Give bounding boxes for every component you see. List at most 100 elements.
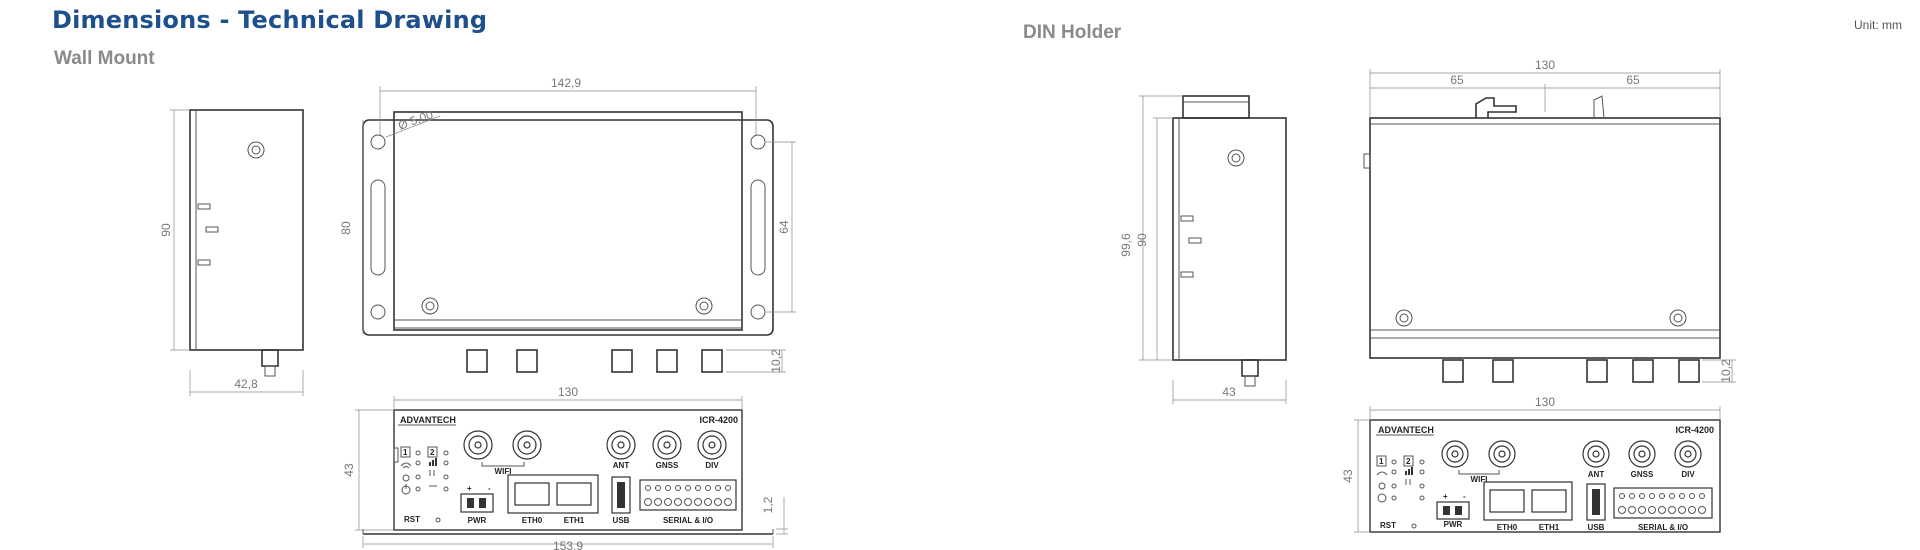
dim-din-front-height: 43 — [1341, 469, 1355, 483]
led — [415, 460, 421, 466]
label-usb: USB — [613, 516, 630, 525]
side-switch — [393, 447, 399, 463]
mount-hole — [750, 304, 766, 320]
din-top-view: 130 65 65 10,2 — [1363, 58, 1736, 383]
label-rst: RST — [404, 515, 420, 524]
din-screw-inner — [1673, 313, 1683, 323]
wall-side-slot — [197, 203, 211, 210]
led — [1419, 459, 1425, 465]
dim-din-side-width: 43 — [1222, 385, 1236, 399]
led — [443, 474, 449, 480]
top-connector — [701, 349, 723, 373]
top-screw-inner — [699, 301, 709, 311]
din-connector-nut — [1241, 359, 1259, 377]
din-clip — [1182, 95, 1250, 119]
din-side-slot — [1188, 237, 1202, 244]
wall-front-view: ADVANTECH ICR-4200 WIFI ANT GNSS DIV 1 2 — [342, 385, 788, 550]
din-port-div — [1674, 440, 1702, 468]
led — [415, 486, 421, 492]
din-transfer-arrows-icon — [1405, 479, 1411, 485]
dim-din-side-height: 90 — [1135, 233, 1149, 247]
din-serial-pins — [1618, 493, 1706, 514]
din-model-name: ICR-4200 — [1675, 425, 1714, 435]
top-screw-icon — [421, 297, 439, 315]
network-icon — [402, 474, 410, 482]
din-rail-clip — [1475, 97, 1517, 118]
dim-side-height: 90 — [159, 223, 173, 237]
wifi-bracket — [481, 462, 525, 467]
din-network-icon — [1378, 482, 1386, 490]
din-label-ant: ANT — [1588, 470, 1605, 479]
din-screw-icon — [1395, 309, 1413, 327]
label-serial: SERIAL & I/O — [663, 516, 713, 525]
din-usb-port-inner — [1592, 489, 1600, 515]
dim-din-top-width: 130 — [1535, 58, 1555, 72]
din-screw-inner — [1399, 313, 1409, 323]
top-connector — [656, 349, 678, 373]
din-wifi-bracket — [1458, 470, 1500, 475]
din-brand-logo: ADVANTECH — [1378, 425, 1434, 435]
sim1-icon — [400, 446, 411, 458]
wall-side-slot — [197, 259, 211, 266]
led — [1419, 469, 1425, 475]
label-eth0: ETH0 — [522, 516, 543, 525]
wifi-status-icon — [402, 466, 410, 469]
wall-top-body — [393, 111, 743, 331]
dim-din-half-right: 65 — [1626, 73, 1640, 87]
ground-screw-inner — [1231, 153, 1241, 163]
port-wifi-2 — [512, 430, 542, 460]
dim-side-width: 42,8 — [234, 377, 258, 391]
section-heading-wall-mount: Wall Mount — [54, 48, 155, 69]
dim-top-height: 80 — [339, 221, 353, 235]
dim-top-width: 142,9 — [551, 76, 581, 90]
din-label-pwr: PWR — [1444, 520, 1463, 529]
led — [1419, 495, 1425, 501]
sim2-icon — [427, 446, 438, 458]
power-pin — [467, 498, 474, 508]
usb-port-inner — [617, 482, 625, 508]
din-side-button — [1363, 153, 1371, 169]
din-label-plus: + — [1443, 492, 1448, 501]
mount-hole — [370, 304, 386, 320]
label-sim2: 2 — [430, 448, 435, 457]
din-top-body — [1369, 117, 1721, 359]
din-power-pin — [1455, 506, 1462, 515]
dim-connector-depth: 10,2 — [769, 349, 783, 373]
mount-slot — [370, 179, 386, 276]
din-label-wifi: WIFI — [1471, 475, 1488, 484]
label-div: DIV — [705, 461, 719, 470]
din-port-gnss — [1628, 440, 1656, 468]
top-connector — [466, 349, 488, 373]
din-side-view: 99,6 90 43 — [1119, 95, 1287, 404]
unit-label: Unit: mm — [1854, 18, 1902, 32]
din-label-eth1: ETH1 — [1539, 523, 1560, 532]
ground-screw-inner — [251, 145, 261, 155]
mount-slot — [750, 179, 766, 276]
din-port-ant — [1582, 440, 1610, 468]
power-terminal — [460, 493, 494, 513]
din-front-view: ADVANTECH ICR-4200 WIFI ANT GNSS DIV 1 2 — [1341, 395, 1721, 533]
led — [1391, 459, 1397, 465]
din-label-serial: SERIAL & I/O — [1638, 523, 1688, 532]
label-ant: ANT — [613, 461, 630, 470]
wall-side-view: 90 42,8 — [159, 109, 304, 396]
label-plus: + — [467, 484, 472, 493]
din-connector-pin — [1244, 375, 1256, 387]
dim-front-height: 43 — [342, 463, 356, 477]
label-minus: - — [488, 484, 491, 493]
led — [443, 460, 449, 466]
dim-flange-width: 153,9 — [553, 539, 583, 550]
din-eth0-port — [1489, 489, 1525, 513]
din-top-connector — [1586, 359, 1608, 383]
din-eth1-port — [1531, 489, 1567, 513]
side-connector-pin — [264, 365, 276, 377]
din-top-connector — [1442, 359, 1464, 383]
din-label-gnss: GNSS — [1631, 470, 1654, 479]
dim-hole-spacing: 64 — [777, 220, 791, 234]
din-top-connector — [1492, 359, 1514, 383]
din-side-slot — [1180, 215, 1194, 222]
din-sim1-icon — [1376, 455, 1387, 467]
top-screw-inner — [425, 301, 435, 311]
led — [443, 486, 449, 492]
led — [1391, 469, 1397, 475]
